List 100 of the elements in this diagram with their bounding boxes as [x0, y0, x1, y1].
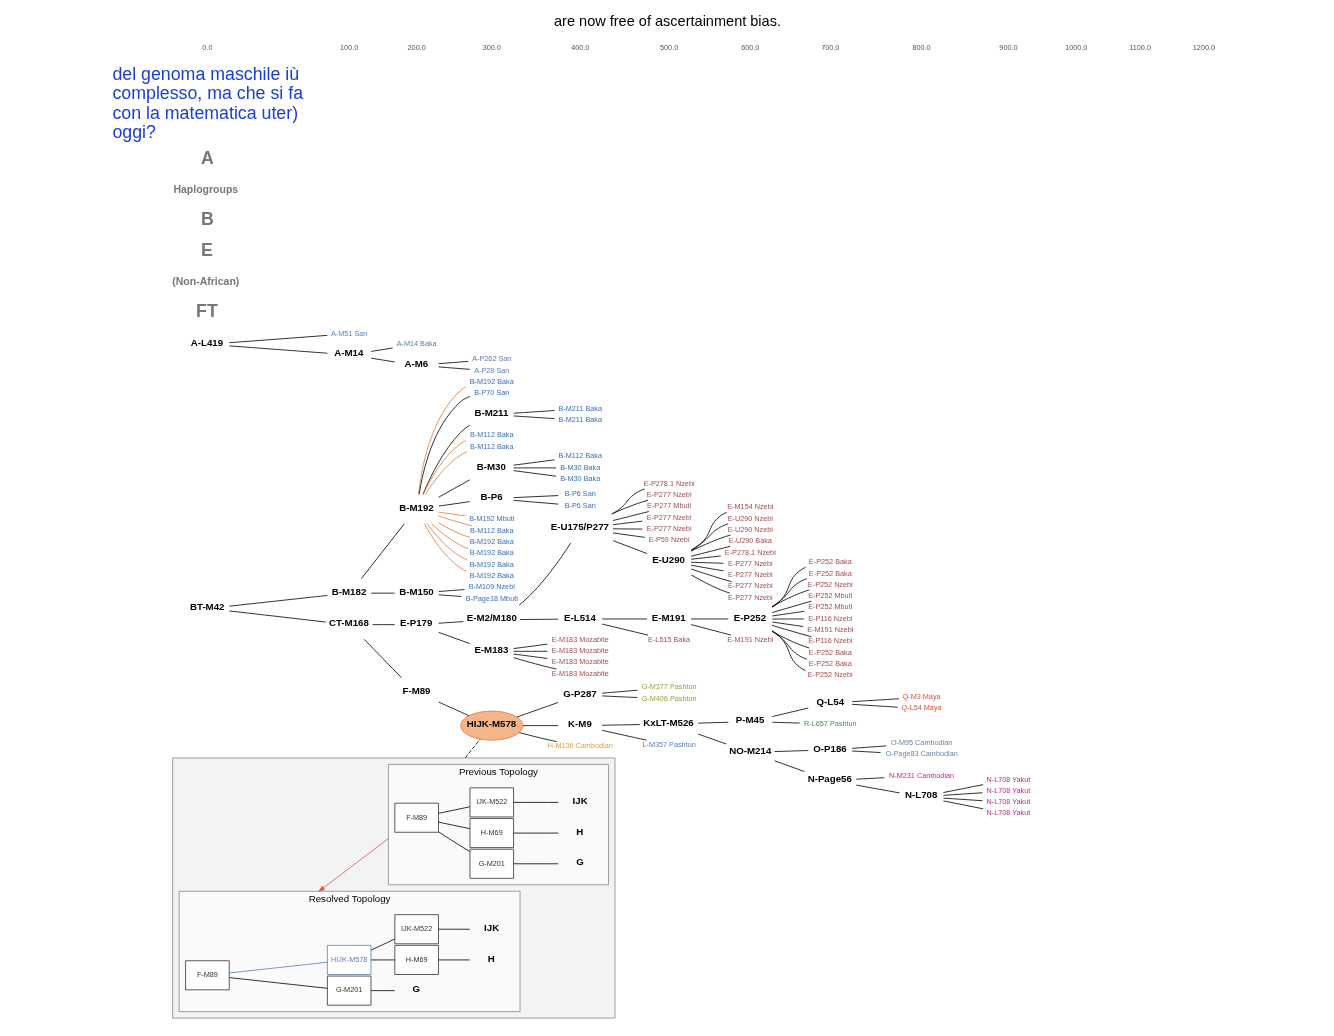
node-text: Q-L54 Maya [901, 703, 942, 713]
node-text: O-M95 Cambodian [890, 738, 952, 748]
label: E [200, 239, 213, 260]
node-text: E-P116 Nzebi [807, 636, 852, 646]
connector [771, 630, 807, 660]
connector [690, 534, 731, 552]
node-text: B-M192 Baka [469, 537, 514, 547]
node-ellipse: HIJK-M578 [459, 710, 523, 741]
connector [370, 357, 395, 363]
node-text: E-M154 Nzebi [726, 502, 773, 512]
connector [697, 721, 729, 724]
connector [690, 561, 724, 564]
connector [228, 977, 328, 989]
node-text: E-P277 Mbuti [646, 501, 691, 511]
connector [690, 523, 729, 551]
connector [512, 832, 559, 834]
node-text: E-P278.1 Nzebi [643, 478, 695, 488]
connector [512, 643, 548, 649]
node-text: N-Page56 [807, 773, 852, 785]
node-text: BT-M42 [189, 601, 224, 613]
node-box: F-M89 [184, 960, 230, 991]
node-box: F-M89 [393, 802, 439, 833]
connector [437, 831, 470, 852]
node-text: E-M183 [473, 644, 508, 655]
node-text: E-P277 Nzebi [727, 570, 773, 580]
node-text: N-M231 Cambodian [888, 770, 954, 780]
connector [512, 459, 555, 466]
connector [437, 522, 470, 538]
node-text: E-L515 Baka [647, 634, 690, 644]
connector [601, 724, 640, 726]
connector [851, 698, 899, 703]
node-text: E-M191 [651, 611, 686, 623]
connector [512, 495, 559, 499]
node-text: E-P59 Nzebi [648, 535, 690, 545]
node-text: B-M30 Baka [559, 462, 600, 472]
node-text: B-M182 [331, 585, 366, 597]
connector [228, 961, 328, 974]
node-text: E-P277 Nzebi [646, 524, 692, 534]
node-text: B-M192 Mbuti [468, 514, 514, 524]
connector [697, 733, 726, 745]
label: 1100.0 [1128, 43, 1151, 53]
cluster [171, 757, 615, 1019]
connector [771, 625, 812, 638]
node-text: B-P70 San [473, 388, 509, 398]
node-text: B-M150 [398, 585, 434, 597]
node-text: A-M14 [333, 347, 363, 359]
node-text: E-U175/P277 [550, 521, 609, 533]
connector [512, 653, 548, 659]
connector [437, 621, 464, 624]
node-box: HIJK-M578 [326, 945, 371, 975]
label: 1200.0 [1192, 43, 1215, 53]
node-text: E-M2/M180 [466, 612, 517, 624]
node-text: E-P277 Nzebi [646, 512, 692, 522]
connector [773, 750, 809, 752]
node-text: N-L708 [904, 789, 937, 801]
label: 0.0 [201, 43, 212, 53]
node-box: IJK-M522 [469, 787, 514, 818]
node-text: NO-M214 [728, 744, 771, 756]
node-text: E-P116 Nzebi [807, 613, 852, 623]
connector [424, 451, 467, 495]
node-text: E-P252 Nzebi [807, 670, 853, 680]
node-text: E-P252 Nzebi [807, 579, 853, 589]
label: 1000.0 [1064, 43, 1087, 53]
node-text: E-P179 [399, 617, 432, 629]
node-text: E-U290 Baka [728, 536, 772, 546]
node-text: B-M112 Baka [469, 430, 514, 440]
connector [418, 396, 470, 495]
node-text: E-U290 Nzebi [727, 513, 773, 523]
connector [437, 701, 469, 717]
connector [360, 523, 405, 579]
connector [437, 515, 472, 527]
node-text: B-M211 [473, 407, 508, 419]
connector [612, 520, 643, 526]
connector [851, 750, 881, 753]
node-text: Q-L54 [816, 695, 844, 707]
node-text: E-U290 Nzebi [727, 524, 773, 534]
node-text: B-M192 Baka [469, 548, 514, 558]
connector [512, 415, 555, 420]
connector [228, 334, 328, 344]
connector [601, 623, 648, 636]
connector [942, 797, 983, 802]
label: A [200, 147, 214, 168]
connector [601, 695, 638, 698]
node-text: B-P6 San [564, 489, 596, 499]
node-box: H-M69 [393, 945, 439, 975]
node-text: CT-M168 [328, 617, 369, 629]
connector [690, 568, 732, 583]
node-text: A-P262 San [471, 354, 511, 364]
connector [512, 863, 559, 865]
node-text: B-M192 Baka [469, 377, 514, 387]
connector [771, 630, 806, 672]
connector [771, 566, 806, 608]
node-text: E-P252 Baka [808, 659, 852, 669]
node-text: B-P6 San [564, 500, 596, 510]
node-text: G-M377 Pashtun [641, 682, 697, 692]
connector [228, 595, 328, 607]
node-text: Q-M3 Maya [902, 692, 941, 702]
connector [516, 702, 559, 718]
connector [512, 657, 557, 670]
node-text: B-M109 Nzebi [468, 582, 515, 592]
